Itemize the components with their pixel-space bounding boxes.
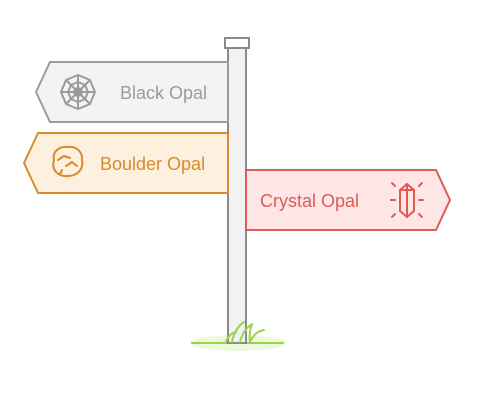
sign-black-opal[interactable]: Black Opal bbox=[35, 61, 229, 123]
post-shaft bbox=[227, 46, 247, 344]
sign-crystal-opal[interactable]: Crystal Opal bbox=[245, 169, 451, 231]
spiderweb-icon bbox=[60, 74, 96, 110]
sign-crystal-opal-label: Crystal Opal bbox=[260, 191, 359, 211]
post bbox=[224, 37, 250, 344]
sign-boulder-opal-label: Boulder Opal bbox=[100, 154, 205, 174]
sign-black-opal-label: Black Opal bbox=[120, 83, 207, 103]
grass-icon bbox=[225, 321, 265, 343]
rock-icon bbox=[52, 145, 84, 178]
sign-crystal-opal-board bbox=[245, 169, 451, 231]
crystal-icon bbox=[390, 182, 424, 218]
sign-boulder-opal[interactable]: Boulder Opal bbox=[23, 132, 229, 194]
post-cap bbox=[224, 37, 250, 49]
